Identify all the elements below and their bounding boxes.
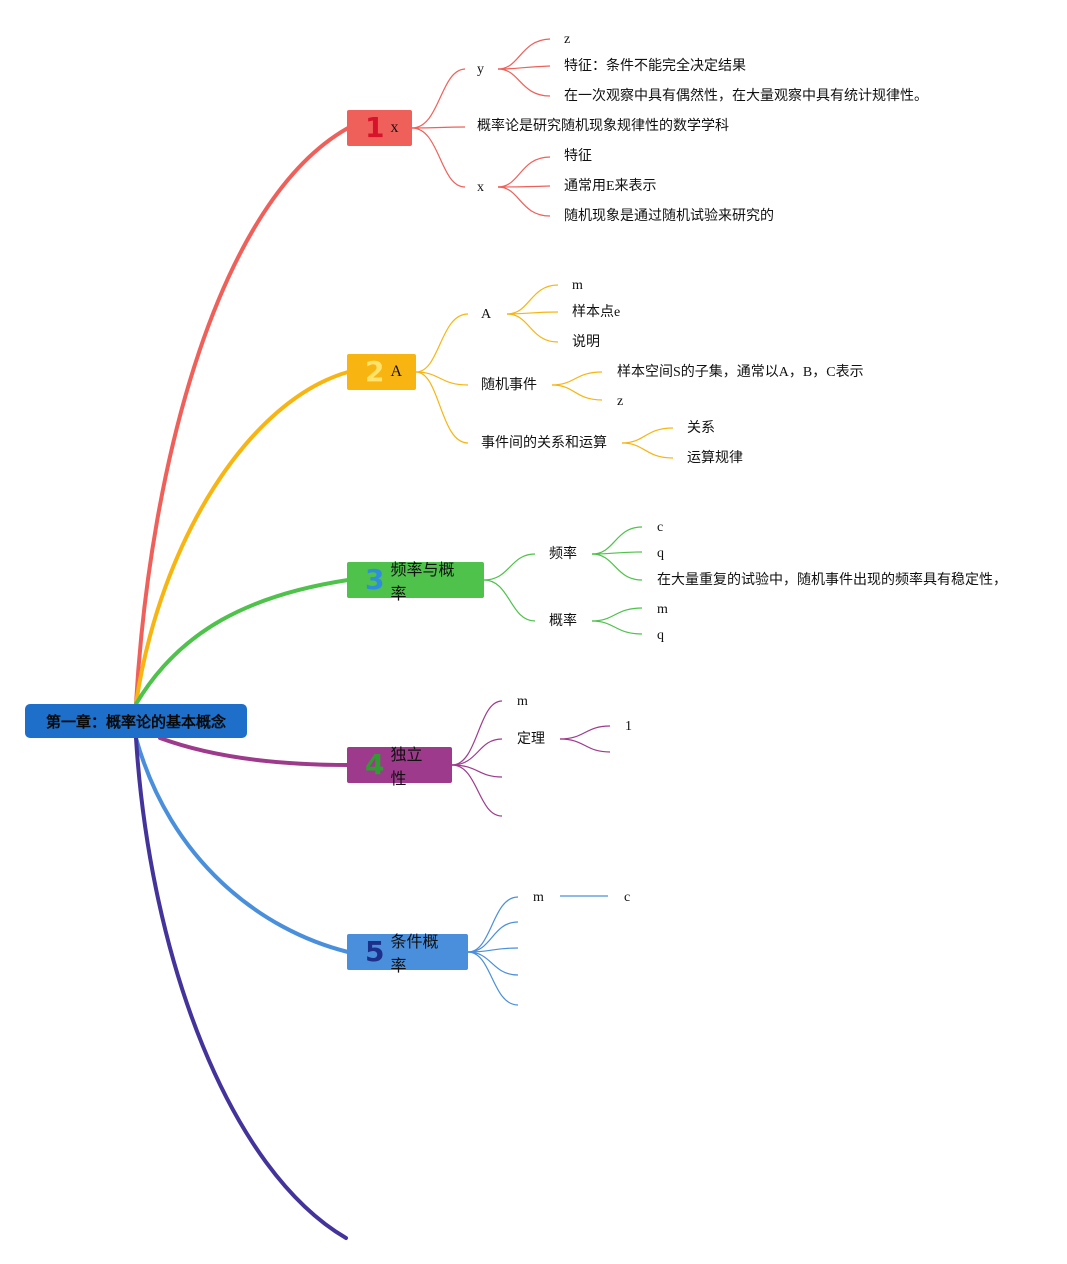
node-2-2-2[interactable]: z xyxy=(617,394,624,409)
topic-title-4: 独立性 xyxy=(390,745,423,788)
node-2-3-1[interactable]: 关系 xyxy=(687,421,715,436)
topic-2[interactable]: 2 A xyxy=(347,354,416,390)
branch-line-6 xyxy=(134,736,348,1240)
node-1-3-1[interactable]: 特征 xyxy=(564,149,592,164)
node-1-1[interactable]: y xyxy=(477,62,484,77)
node-3-1-2[interactable]: q xyxy=(657,546,664,561)
node-3-2-2[interactable]: q xyxy=(657,628,664,643)
topic-title-5: 条件概率 xyxy=(390,932,439,975)
branch-line-1 xyxy=(134,126,350,706)
node-2-2[interactable]: 随机事件 xyxy=(481,378,537,393)
node-2-2-1[interactable]: 样本空间S的子集，通常以A，B，C表示 xyxy=(617,365,864,380)
node-2-1-1[interactable]: m xyxy=(572,278,583,293)
node-4-2[interactable]: 定理 xyxy=(517,732,545,747)
branch-line-5 xyxy=(134,736,350,954)
topic-title-3: 频率与概率 xyxy=(390,560,455,603)
root-topic[interactable]: 第一章：概率论的基本概念 xyxy=(25,704,247,738)
branch-line-2 xyxy=(134,370,350,706)
node-3-2-1[interactable]: m xyxy=(657,602,668,617)
node-1-3-3[interactable]: 随机现象是通过随机试验来研究的 xyxy=(564,209,774,224)
node-3-1-1[interactable]: c xyxy=(657,520,664,535)
topic-3[interactable]: 3 频率与概率 xyxy=(347,560,484,603)
node-2-1[interactable]: A xyxy=(481,307,492,322)
node-3-1[interactable]: 频率 xyxy=(549,547,577,562)
node-3-2[interactable]: 概率 xyxy=(549,614,577,629)
node-1-1-1[interactable]: z xyxy=(564,32,571,47)
topic-number-4: 4 xyxy=(365,748,385,781)
topic-number-5: 5 xyxy=(365,935,385,968)
branch-line-4 xyxy=(158,736,350,767)
node-2-1-3[interactable]: 说明 xyxy=(572,335,600,350)
node-5-1[interactable]: m xyxy=(533,890,544,905)
node-1-1-3[interactable]: 在一次观察中具有偶然性，在大量观察中具有统计规律性。 xyxy=(564,89,928,104)
topic-title-1: x xyxy=(390,119,399,136)
topic-number-3: 3 xyxy=(365,563,385,596)
node-4-1[interactable]: m xyxy=(517,694,528,709)
node-3-1-3[interactable]: 在大量重复的试验中，随机事件出现的频率具有稳定性， xyxy=(657,573,1007,588)
node-1-2[interactable]: 概率论是研究随机现象规律性的数学学科 xyxy=(477,119,729,134)
node-2-3[interactable]: 事件间的关系和运算 xyxy=(481,436,607,451)
node-5-1-1[interactable]: c xyxy=(624,890,631,905)
node-1-1-2[interactable]: 特征：条件不能完全决定结果 xyxy=(564,59,746,74)
node-1-3-2[interactable]: 通常用E来表示 xyxy=(564,179,657,194)
topic-1[interactable]: 1 x xyxy=(347,110,412,146)
node-2-3-2[interactable]: 运算规律 xyxy=(687,451,743,466)
node-2-1-2[interactable]: 样本点e xyxy=(572,305,621,320)
topic-5[interactable]: 5 条件概率 xyxy=(347,932,468,975)
node-4-2-1[interactable]: 1 xyxy=(625,719,632,734)
root-title: 第一章：概率论的基本概念 xyxy=(45,712,226,731)
node-1-3[interactable]: x xyxy=(477,180,484,195)
topic-title-2: A xyxy=(390,363,403,380)
topic-4[interactable]: 4 独立性 xyxy=(347,745,452,788)
branch-line-3 xyxy=(134,578,350,706)
topic-number-2: 2 xyxy=(365,355,385,388)
topic-number-1: 1 xyxy=(365,111,385,144)
